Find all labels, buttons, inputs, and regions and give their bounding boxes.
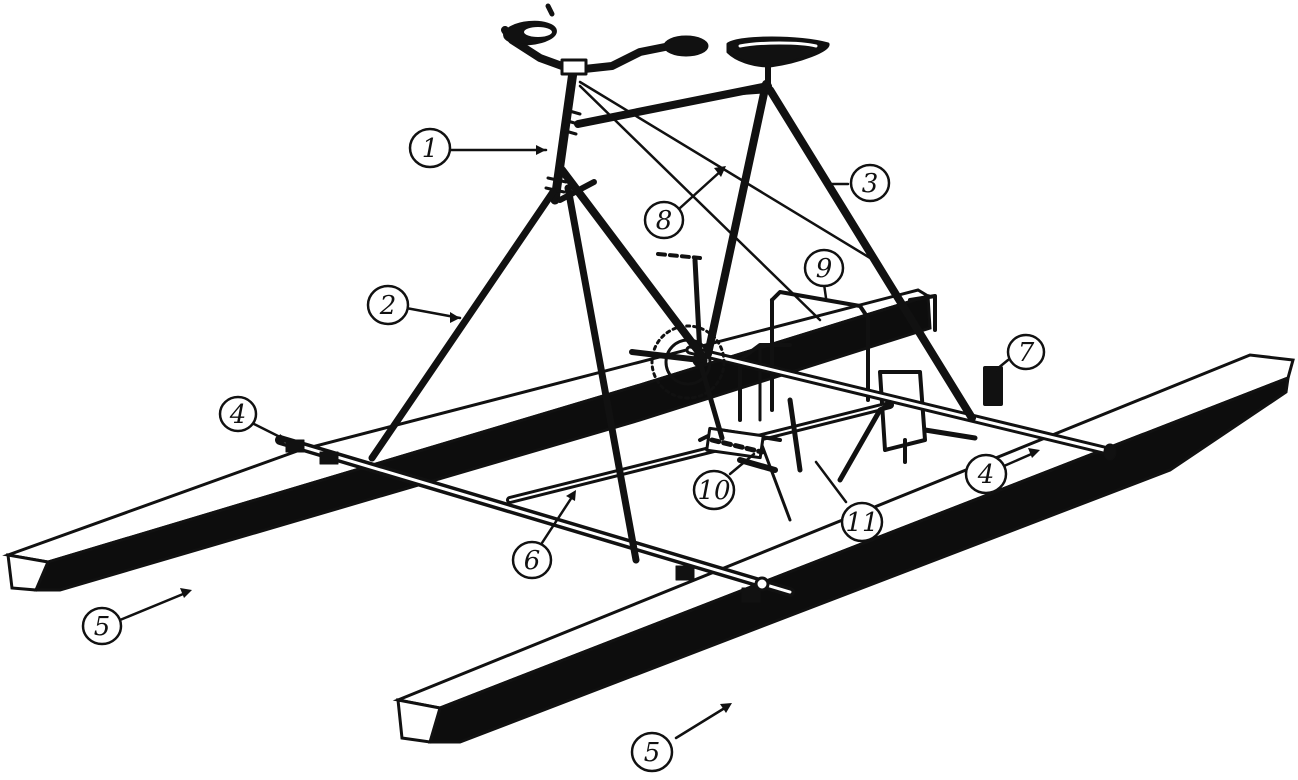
- callout-circle: [408, 127, 452, 169]
- callout-number: 4: [229, 400, 247, 430]
- callout-number: 2: [379, 291, 397, 321]
- handlebars: [501, 3, 709, 76]
- callout-number: 11: [845, 508, 878, 538]
- callout-circle: [803, 248, 845, 288]
- callout-c4b: 4: [964, 453, 1008, 495]
- front-strut-left: [368, 188, 557, 462]
- top-tube: [574, 82, 772, 128]
- callout-c3: 3: [849, 163, 891, 203]
- callout-number: 5: [644, 738, 661, 768]
- frame-cross-bars: [275, 345, 1117, 603]
- down-tube: [558, 166, 706, 360]
- callouts: 1 2 3 4 4 5 5 6 7 8 9 10 11: [81, 127, 1046, 773]
- callout-c6: 6: [511, 540, 553, 580]
- callout-circle: [849, 163, 891, 203]
- callout-number: 1: [422, 134, 439, 164]
- chainwheel: [650, 324, 726, 400]
- callout-number: 6: [524, 546, 541, 576]
- callout-c9: 9: [803, 248, 845, 288]
- guy-wire-rear: [578, 84, 822, 322]
- rear-strut: [766, 86, 976, 422]
- paddle-mechanism: [738, 290, 1003, 464]
- callout-c10: 10: [692, 469, 736, 511]
- bicycle-frame: [368, 67, 976, 564]
- callout-circle: [81, 606, 123, 646]
- leader-lines: [118, 145, 1040, 740]
- callout-circle: [840, 501, 884, 543]
- left-pontoon-bow: [6, 553, 51, 592]
- callout-circle: [692, 469, 736, 511]
- callout-circle: [511, 540, 553, 580]
- callout-c7: 7: [1006, 333, 1046, 371]
- callout-number: 5: [94, 612, 111, 642]
- callout-c11: 11: [840, 501, 884, 543]
- callout-c8: 8: [643, 200, 685, 240]
- callout-c2: 2: [366, 284, 410, 326]
- callout-circle: [643, 200, 685, 240]
- callout-number: 8: [656, 206, 673, 236]
- callout-circle: [218, 395, 258, 433]
- callout-c5b: 5: [630, 731, 674, 773]
- callout-number: 9: [816, 254, 833, 284]
- callout-number: 3: [862, 169, 879, 199]
- callout-c4a: 4: [218, 395, 258, 433]
- seat-tube: [704, 80, 770, 358]
- right-grip: [663, 35, 709, 57]
- callout-circle: [1006, 333, 1046, 371]
- callout-c5a: 5: [81, 606, 123, 646]
- guy-wire-front: [578, 80, 882, 266]
- head-tube: [550, 67, 578, 205]
- callout-c1: 1: [408, 127, 452, 169]
- callout-circle: [366, 284, 410, 326]
- callout-number: 7: [1018, 338, 1035, 368]
- callout-number: 10: [697, 476, 730, 506]
- right-pontoon-bow: [396, 698, 442, 744]
- callout-circle: [964, 453, 1008, 495]
- callout-number: 4: [977, 460, 995, 490]
- saddle: [726, 36, 830, 89]
- callout-circle: [630, 731, 674, 773]
- front-strut-right: [564, 184, 640, 564]
